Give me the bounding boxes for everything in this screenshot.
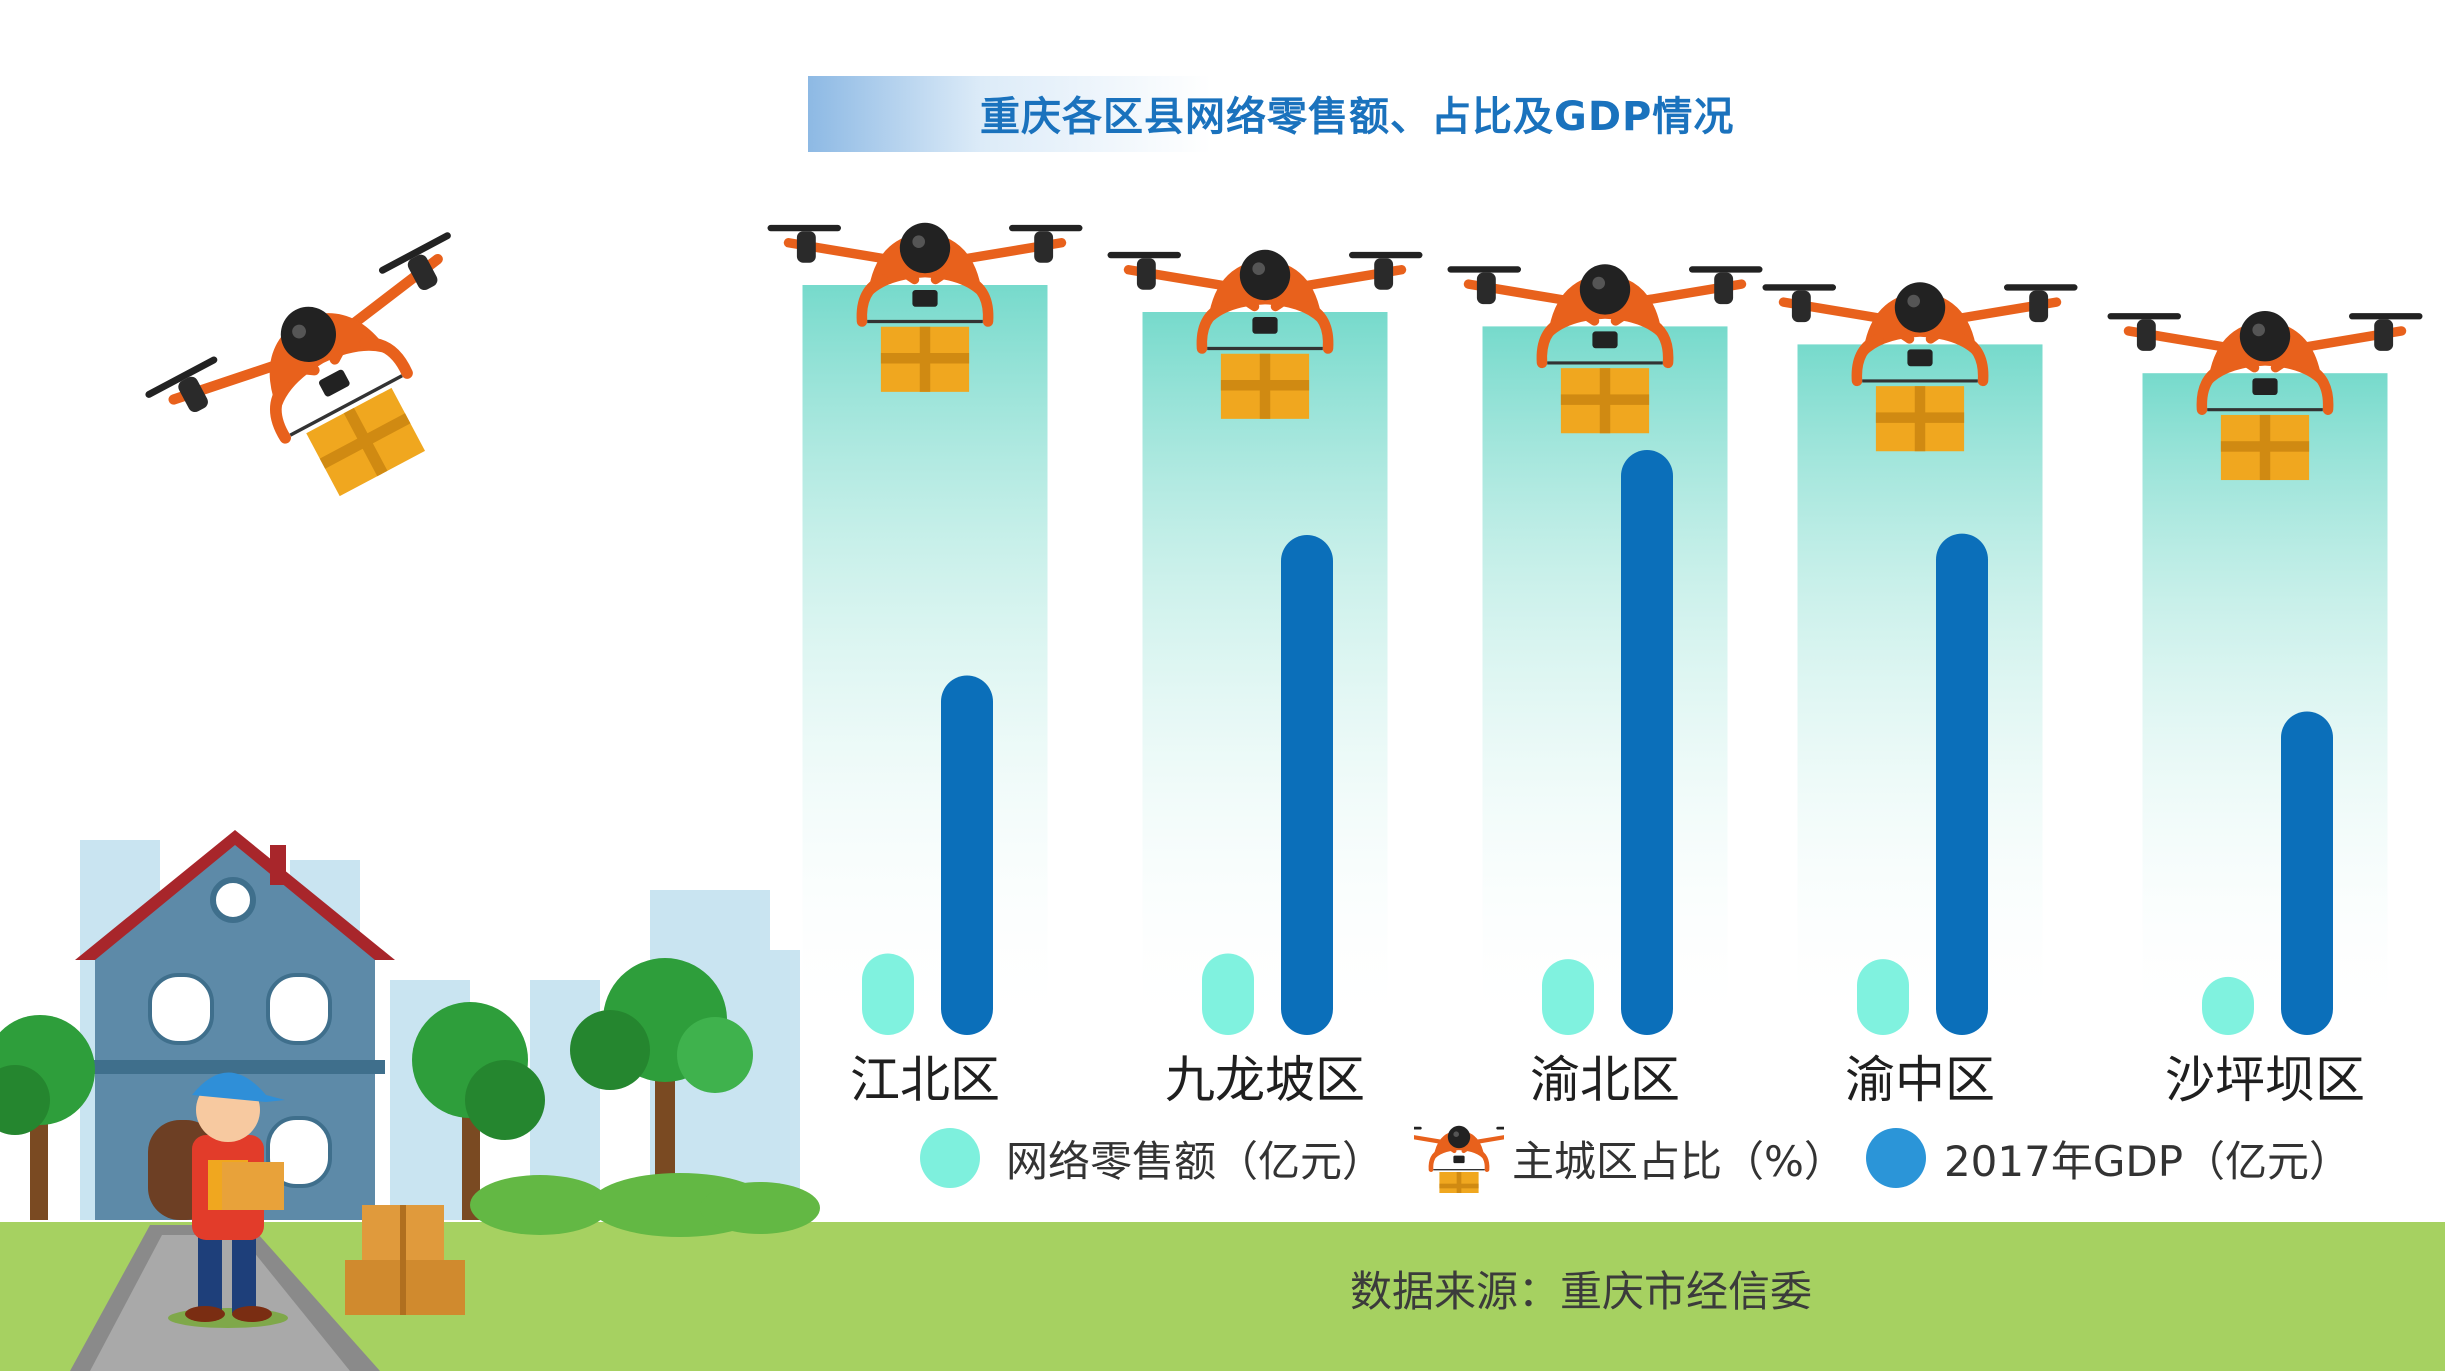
- delivery-person-icon: [168, 1072, 288, 1328]
- retail-bar-4: [2202, 976, 2254, 1035]
- legend: 网络零售额（亿元） 主城区占比（%） 2017年GDP（亿元）: [920, 1128, 2351, 1188]
- share-column-3: [1797, 344, 2043, 1035]
- share-column-0: [802, 285, 1048, 1035]
- legend-item-gdp: 2017年GDP（亿元）: [1865, 1128, 2352, 1189]
- chart-title: 重庆各区县网络零售额、占比及GDP情况: [980, 94, 1735, 140]
- drone-icon: [1414, 1123, 1504, 1193]
- category-label-0: 江北区: [850, 1051, 1000, 1109]
- retail-bar-2: [1542, 959, 1594, 1035]
- share-column-1: [1142, 312, 1388, 1035]
- gdp-bar-0: [941, 675, 993, 1035]
- gdp-bar-4: [2281, 711, 2333, 1035]
- share-column-4: [2142, 373, 2388, 1035]
- category-label-3: 渝中区: [1845, 1051, 1995, 1109]
- blue-dot-icon: [1865, 1128, 1926, 1188]
- teal-dot-icon: [920, 1128, 980, 1188]
- data-source: 数据来源：重庆市经信委: [1350, 1267, 1813, 1316]
- gdp-bar-3: [1936, 533, 1988, 1035]
- category-label-4: 沙坪坝区: [2165, 1051, 2365, 1109]
- legend-label-share: 主城区占比（%）: [1512, 1136, 1846, 1186]
- category-label-2: 渝北区: [1530, 1051, 1680, 1109]
- share-column-2: [1482, 326, 1728, 1035]
- legend-label-gdp: 2017年GDP（亿元）: [1943, 1136, 2352, 1186]
- gdp-bar-1: [1281, 534, 1333, 1035]
- title-banner: [808, 76, 1768, 152]
- retail-bar-3: [1857, 959, 1909, 1035]
- retail-bar-1: [1202, 953, 1254, 1035]
- bush-icon: [470, 1173, 820, 1237]
- category-label-1: 九龙坡区: [1165, 1051, 1365, 1109]
- package-stack-icon: [345, 1205, 465, 1315]
- drone-illustration-icon: [143, 229, 535, 554]
- gdp-bar-2: [1621, 450, 1673, 1035]
- legend-item-share: 主城区占比（%）: [1414, 1123, 1846, 1193]
- legend-item-retail: 网络零售额（亿元）: [920, 1128, 1384, 1189]
- legend-label-retail: 网络零售额（亿元）: [1006, 1136, 1385, 1186]
- retail-bar-0: [862, 953, 914, 1035]
